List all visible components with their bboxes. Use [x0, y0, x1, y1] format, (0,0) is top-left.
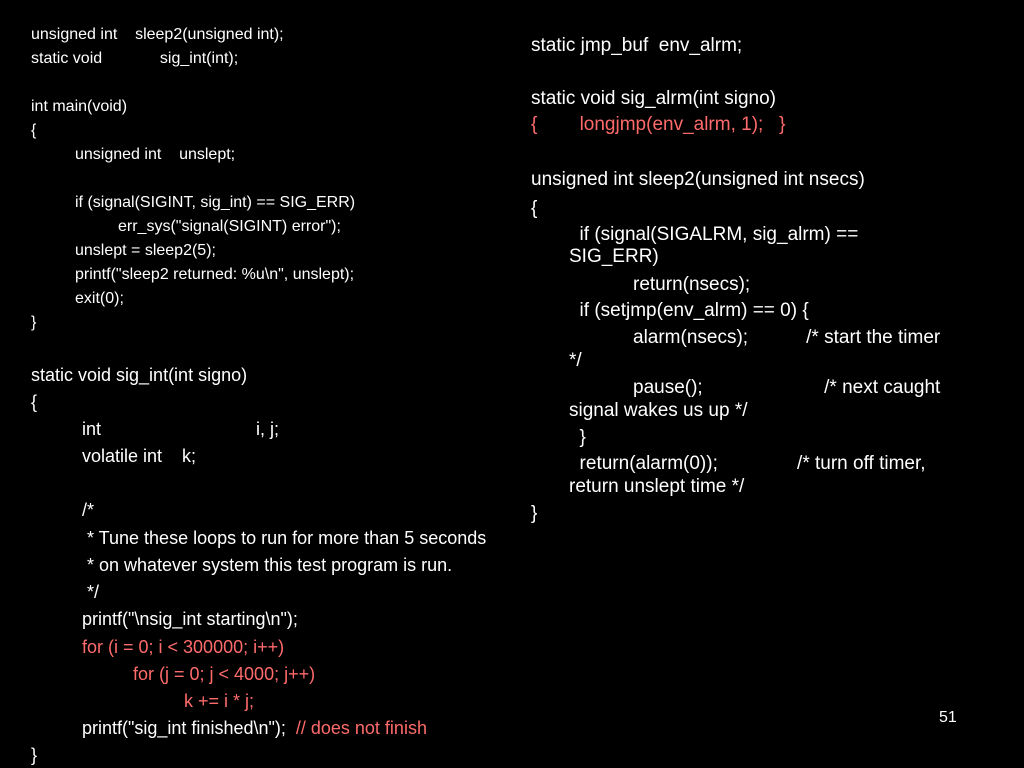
code-line-return-alarm-1: return(alarm(0)); /* turn off timer, — [569, 453, 926, 474]
code-line-comment-1: * Tune these loops to run for more than … — [82, 528, 487, 548]
code-line-return-nsecs: return(nsecs); — [633, 274, 751, 295]
code-line-if-signal-1: if (signal(SIGALRM, sig_alrm) == — [569, 224, 859, 245]
code-line-sleep2-open-brace: { — [531, 198, 538, 219]
code-line-sigint-open-brace: { — [31, 392, 38, 412]
code-line-main-close-brace: } — [31, 314, 37, 331]
code-line-main-exit: exit(0); — [75, 290, 124, 307]
code-line-printf-starting: printf("\nsig_int starting\n"); — [82, 609, 298, 629]
code-line-sigint-close-brace: } — [31, 745, 38, 765]
code-line-if-setjmp: if (setjmp(env_alrm) == 0) { — [569, 300, 809, 321]
code-line-jmpbuf-decl: static jmp_buf env_alrm; — [531, 35, 743, 56]
code-line-sleep2-close-brace: } — [531, 503, 538, 524]
code-line-pause-2: signal wakes us up */ — [569, 400, 748, 421]
code-line-main-open-brace: { — [31, 122, 37, 139]
code-line-alarm-2: */ — [569, 350, 582, 371]
code-line-sigint-signature: static void sig_int(int signo) — [31, 365, 248, 385]
code-line-sigint-int-decl: int i, j; — [82, 419, 280, 439]
printf-finished-text: printf("sig_int finished\n"); — [82, 718, 296, 738]
code-line-main-err-sys: err_sys("signal(SIGINT) error"); — [118, 218, 341, 235]
code-line-comment-close: */ — [82, 582, 100, 602]
code-line-sigalrm-signature: static void sig_alrm(int signo) — [531, 88, 776, 109]
code-line-main-unslept-assign: unslept = sleep2(5); — [75, 242, 216, 259]
code-line-main-printf: printf("sleep2 returned: %u\n", unslept)… — [75, 266, 355, 283]
code-line-if-close-brace: } — [569, 427, 586, 448]
code-line-main-if-signal: if (signal(SIGINT, sig_int) == SIG_ERR) — [75, 194, 356, 211]
code-line-main-unslept-decl: unsigned int unslept; — [75, 146, 236, 163]
code-line-decl-sleep2: unsigned int sleep2(unsigned int); — [31, 26, 284, 43]
code-line-return-alarm-2: return unslept time */ — [569, 476, 745, 497]
code-line-decl-sig-int: static void sig_int(int); — [31, 50, 239, 67]
code-line-printf-finished: printf("sig_int finished\n"); // does no… — [82, 717, 427, 739]
code-line-if-signal-2: SIG_ERR) — [569, 246, 659, 267]
code-line-main-signature: int main(void) — [31, 98, 128, 115]
does-not-finish-comment: // does not finish — [295, 718, 427, 738]
code-line-comment-2: * on whatever system this test program i… — [82, 555, 453, 575]
code-line-sigint-volatile-decl: volatile int k; — [82, 446, 197, 466]
page-number: 51 — [939, 709, 957, 726]
code-line-sleep2-signature: unsigned int sleep2(unsigned int nsecs) — [531, 169, 865, 190]
code-line-for-inner: for (j = 0; j < 4000; j++) — [133, 664, 316, 684]
code-line-comment-open: /* — [82, 500, 95, 520]
code-line-alarm-1: alarm(nsecs); /* start the timer — [633, 327, 941, 348]
code-line-k-assign: k += i * j; — [184, 691, 255, 711]
code-line-sigalrm-body: { longjmp(env_alrm, 1); } — [531, 114, 786, 135]
code-line-pause-1: pause(); /* next caught — [633, 377, 941, 398]
code-line-for-outer: for (i = 0; i < 300000; i++) — [82, 637, 285, 657]
